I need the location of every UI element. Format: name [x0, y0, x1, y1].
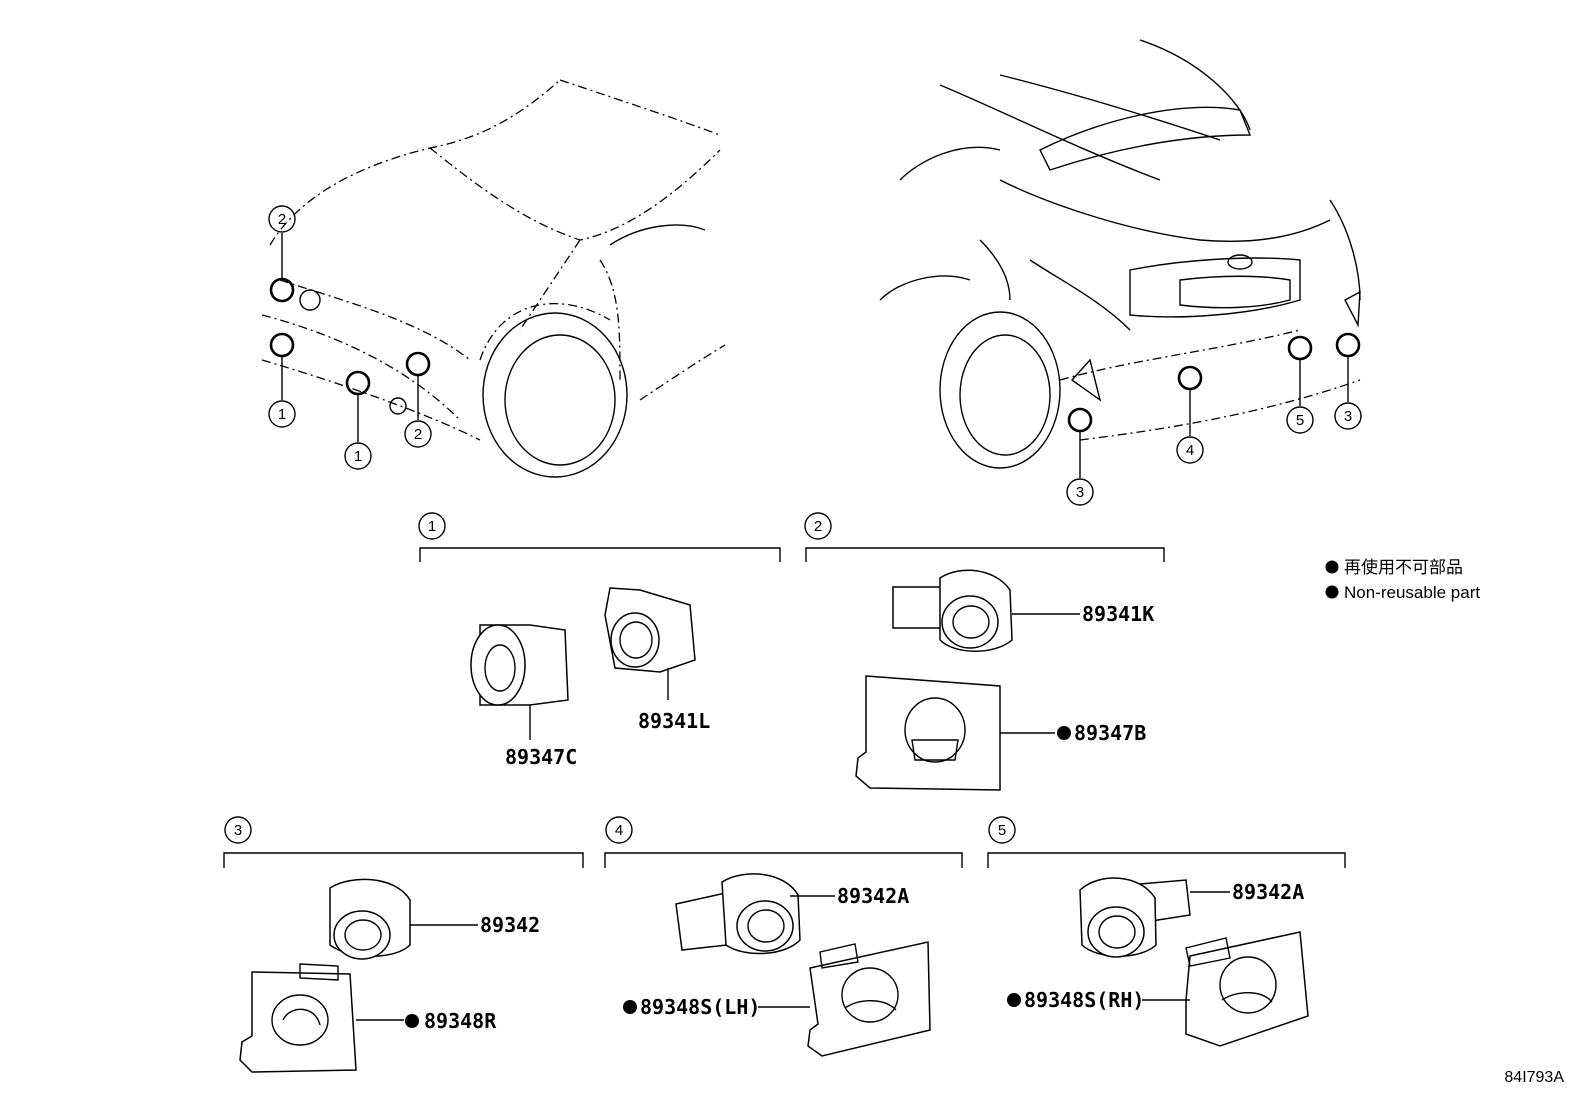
svg-text:5: 5	[998, 822, 1006, 839]
group-4-rear-center-sensor: 4 89342A 89348S(LH)	[604, 816, 963, 1057]
non-reusable-dot-icon	[1325, 560, 1339, 574]
part-number-89342: 89342	[480, 913, 540, 937]
sensor-pad-89347B	[855, 675, 1055, 791]
sensor-89341L	[604, 587, 696, 700]
part-number-89348S-lh: 89348S(LH)	[640, 995, 760, 1019]
svg-text:3: 3	[234, 822, 242, 839]
non-reusable-dot-icon	[1325, 585, 1339, 599]
legend: 再使用不可部品 Non-reusable part	[1325, 557, 1480, 602]
part-number-89342A-rh: 89342A	[1232, 880, 1304, 904]
callout-2-front-right: 2	[404, 420, 432, 448]
rear-vehicle-view: 3 4 5 3	[879, 39, 1362, 506]
callout-5-rear-right: 5	[1286, 406, 1314, 434]
callout-3-rear-left: 3	[1066, 478, 1094, 506]
non-reusable-dot-icon	[623, 1000, 637, 1014]
sensor-89342	[329, 878, 478, 960]
group-2-front-side-sensor: 2 89341K 89347B	[804, 512, 1165, 791]
group-5-rear-side-sensor: 5 89342A 89348S(RH)	[987, 816, 1346, 1047]
part-number-89348S-rh: 89348S(RH)	[1024, 988, 1144, 1012]
callout-4-rear-center: 4	[1176, 436, 1204, 464]
sensor-89341K	[892, 569, 1080, 652]
callout-1-front-left: 1	[268, 400, 296, 428]
non-reusable-dot-icon	[1057, 726, 1071, 740]
sensor-pad-89348R	[239, 963, 404, 1073]
svg-text:4: 4	[615, 822, 623, 839]
diagram-reference-code: 84I793A	[1504, 1069, 1564, 1086]
part-number-89348R: 89348R	[424, 1009, 497, 1033]
callout-3-rear-right: 3	[1334, 402, 1362, 430]
svg-text:再使用不可部品: 再使用不可部品	[1344, 557, 1463, 577]
svg-text:3: 3	[1344, 408, 1352, 425]
svg-text:3: 3	[1076, 484, 1084, 501]
part-number-89341L: 89341L	[638, 709, 710, 733]
non-reusable-dot-icon	[405, 1014, 419, 1028]
svg-text:4: 4	[1186, 442, 1194, 459]
group-1-front-corner-sensor: 1 89347C 89341L	[418, 512, 781, 769]
front-vehicle-view: 2 1 1 2	[261, 79, 726, 478]
sensor-retainer-89347C	[470, 624, 569, 740]
group-3-rear-corner-sensor: 3 89342 89348R	[223, 816, 584, 1073]
svg-text:1: 1	[278, 406, 286, 423]
svg-text:2: 2	[278, 211, 286, 228]
part-number-89347C: 89347C	[505, 745, 577, 769]
sensor-89342A-rh	[1079, 877, 1230, 958]
svg-text:1: 1	[354, 448, 362, 465]
svg-text:5: 5	[1296, 412, 1304, 429]
callout-2-front-left: 2	[268, 205, 296, 233]
sensor-pad-89348S-rh	[1142, 931, 1309, 1047]
part-number-89341K: 89341K	[1082, 602, 1154, 626]
svg-text:2: 2	[814, 518, 822, 535]
svg-text:1: 1	[428, 518, 436, 535]
part-number-89347B: 89347B	[1074, 721, 1146, 745]
non-reusable-dot-icon	[1007, 993, 1021, 1007]
sensor-pad-89348S-lh	[758, 941, 931, 1057]
svg-text:2: 2	[414, 426, 422, 443]
svg-text:Non-reusable part: Non-reusable part	[1344, 583, 1480, 602]
callout-1-front-center: 1	[344, 442, 372, 470]
sensor-89342A-lh	[675, 873, 835, 955]
part-number-89342A-lh: 89342A	[837, 884, 909, 908]
